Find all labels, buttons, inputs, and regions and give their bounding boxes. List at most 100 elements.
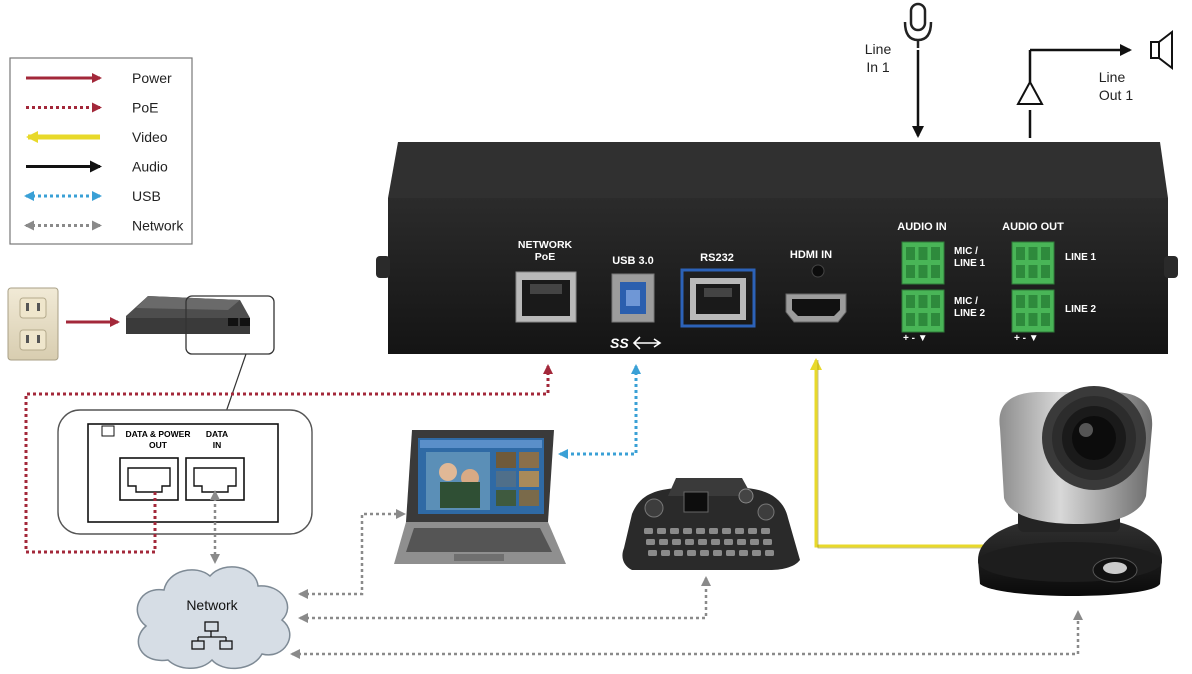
injector-callout-box xyxy=(185,295,275,355)
legend-label-audio: Audio xyxy=(132,159,168,175)
network-port-label: NETWORK xyxy=(518,239,573,251)
controller-button xyxy=(698,539,707,545)
network-laptop-connection xyxy=(298,509,406,599)
legend-label-poe: PoE xyxy=(132,100,158,116)
controller-button xyxy=(687,550,696,556)
legend-label-power: Power xyxy=(132,70,172,86)
callout-connector xyxy=(225,353,247,413)
injector-detail: DATA & POWER OUT DATA IN xyxy=(57,409,313,535)
controller-button xyxy=(722,528,731,534)
audio-in-terminals[interactable] xyxy=(901,241,945,333)
hdmi-indicator xyxy=(811,264,825,278)
controller-button xyxy=(763,539,772,545)
wall-outlet xyxy=(7,287,59,361)
speaker-group: Line Out 1 xyxy=(1016,29,1173,138)
controller-button xyxy=(696,528,705,534)
ptz-camera xyxy=(978,386,1162,596)
controller-button xyxy=(709,528,718,534)
controller-button xyxy=(765,550,774,556)
audio-out-polarity: + - ▼ xyxy=(1014,333,1039,344)
speaker-icon xyxy=(1150,29,1173,71)
controller-buttons xyxy=(644,528,774,556)
legend-label-video: Video xyxy=(132,129,168,145)
legend-item-usb: USB xyxy=(24,188,161,204)
mic-line-2-label-2: LINE 2 xyxy=(954,308,986,319)
legend-item-audio: Audio xyxy=(26,159,168,175)
mic-line-1-label: MIC / xyxy=(954,246,978,257)
audio-in-label: AUDIO IN xyxy=(897,221,947,233)
hdmi-in-port[interactable] xyxy=(785,293,847,323)
device-foot-left xyxy=(376,256,390,278)
controller-button xyxy=(646,539,655,545)
network-poe-port[interactable] xyxy=(515,271,577,323)
controller-button xyxy=(672,539,681,545)
controller-button xyxy=(761,528,770,534)
controller-button xyxy=(657,528,666,534)
controller-button xyxy=(724,539,733,545)
amplifier-icon xyxy=(1016,79,1044,105)
legend-label-usb: USB xyxy=(132,188,161,204)
legend-label-network: Network xyxy=(132,218,184,234)
legend-item-power: Power xyxy=(26,70,172,86)
line-in-label: Line xyxy=(865,41,892,57)
video-connection xyxy=(810,358,1000,548)
audio-out-label: AUDIO OUT xyxy=(1002,221,1064,233)
legend-item-network: Network xyxy=(24,218,184,234)
controller-button xyxy=(735,528,744,534)
controller-button xyxy=(748,528,757,534)
mic-line-2-label: MIC / xyxy=(954,296,978,307)
legend-item-video: Video xyxy=(26,129,168,145)
data-in-label: DATA xyxy=(206,429,228,439)
data-power-out-label-2: OUT xyxy=(149,440,168,450)
device-foot-right xyxy=(1164,256,1178,278)
microphone-icon xyxy=(903,2,933,48)
rs232-port[interactable] xyxy=(680,268,756,328)
data-power-out-port[interactable] xyxy=(119,457,179,501)
audio-out-terminals[interactable] xyxy=(1011,241,1055,333)
controller-button xyxy=(685,539,694,545)
poe-connection xyxy=(24,364,553,554)
usb-superspeed-logo: SS xyxy=(610,335,662,351)
line-out-label: Line xyxy=(1099,69,1126,85)
network-cloud: Network xyxy=(136,566,291,670)
network-camera-connection xyxy=(290,610,1083,659)
laptop xyxy=(394,430,566,564)
audio-out-terminal-1[interactable] xyxy=(1011,241,1055,285)
audio-in-polarity: + - ▼ xyxy=(903,333,928,344)
controller-button xyxy=(737,539,746,545)
controller-button xyxy=(713,550,722,556)
usb-logo-text: SS xyxy=(610,335,629,351)
controller-button xyxy=(670,528,679,534)
av-bridge-device: NETWORK PoE USB 3.0 SS RS232 HDMI IN xyxy=(376,142,1178,354)
controller-button xyxy=(739,550,748,556)
controller-button xyxy=(683,528,692,534)
controller-button xyxy=(750,539,759,545)
network-label: Network xyxy=(186,597,238,613)
line-1-label: LINE 1 xyxy=(1065,252,1097,263)
controller-button xyxy=(726,550,735,556)
data-power-out-label: DATA & POWER xyxy=(125,429,190,439)
usb-port[interactable] xyxy=(611,273,655,323)
rs232-port-label: RS232 xyxy=(700,252,734,264)
line-in-label-2: In 1 xyxy=(866,59,890,75)
line-out-label-2: Out 1 xyxy=(1099,87,1133,103)
usb-port-label: USB 3.0 xyxy=(612,255,654,267)
controller-button xyxy=(752,550,761,556)
legend-item-poe: PoE xyxy=(26,100,158,116)
audio-in-terminal-1[interactable] xyxy=(901,241,945,285)
audio-in-terminal-2[interactable] xyxy=(901,289,945,333)
mic-line-1-label-2: LINE 1 xyxy=(954,258,986,269)
line-2-label: LINE 2 xyxy=(1065,304,1097,315)
hdmi-port-label: HDMI IN xyxy=(790,249,832,261)
network-topology-icon xyxy=(191,621,233,650)
network-controller-connection xyxy=(298,576,711,623)
ptz-controller xyxy=(622,478,800,570)
controller-button xyxy=(648,550,657,556)
controller-button xyxy=(661,550,670,556)
audio-out-terminal-2[interactable] xyxy=(1011,289,1055,333)
microphone-group: Line In 1 xyxy=(865,2,933,138)
network-port-label-2: PoE xyxy=(535,251,555,263)
controller-button xyxy=(711,539,720,545)
